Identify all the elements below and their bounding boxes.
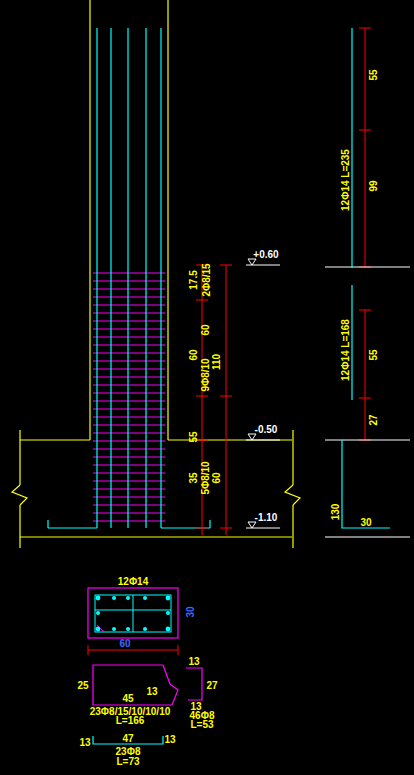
dimension-label: 47: [122, 734, 133, 744]
dimension-label: 12Φ14 L=235: [341, 149, 351, 211]
dimension-label: 60: [201, 324, 211, 335]
dimension-label: 60: [189, 349, 199, 360]
main-rebars: [48, 28, 210, 528]
dimension-label: 27: [206, 681, 217, 691]
dimension-label: 55: [189, 431, 199, 442]
dimension-label: 17.5: [189, 270, 199, 289]
dimension-label: 13: [146, 687, 157, 697]
concrete-outline: [12, 0, 300, 548]
dimension-lines: [88, 28, 371, 655]
dimension-label: 110: [212, 354, 222, 370]
dimension-label: 60: [212, 472, 222, 483]
stirrup-lines: [93, 273, 165, 521]
dimension-label: -0.50: [255, 425, 278, 435]
dimension-label: -1.10: [255, 513, 278, 523]
dimension-label: 2Φ8/15: [202, 263, 212, 296]
dimension-label: L=73: [116, 757, 139, 767]
dimension-label: 45: [122, 694, 133, 704]
stirrup-shapes: [93, 665, 202, 705]
dimension-label: 55: [369, 69, 379, 80]
dimension-label: 130: [331, 504, 341, 521]
dimension-label: 60: [119, 639, 130, 649]
dimension-label: 35: [189, 472, 199, 483]
dimension-label: 25: [77, 681, 88, 691]
dimension-label: 5Φ8/10: [201, 461, 211, 494]
dimension-label: 12Φ14: [118, 577, 148, 587]
dimension-label: 13: [79, 738, 90, 748]
dimension-label: 30: [186, 606, 196, 617]
dimension-label: 23Φ8: [116, 747, 141, 757]
column-section: [88, 588, 178, 638]
bar-details: [342, 28, 390, 528]
dimension-label: 27: [369, 414, 379, 425]
dimension-label: 13: [164, 735, 175, 745]
dimension-label: L=53: [190, 720, 213, 730]
dimension-label: 12Φ14 L=168: [341, 319, 351, 381]
dimension-label: 30: [360, 518, 371, 528]
level-marks: [246, 259, 410, 537]
dimension-label: 13: [188, 657, 199, 667]
dimension-label: +0.60: [253, 250, 278, 260]
dimension-label: 99: [369, 180, 379, 191]
dimension-label: 55: [369, 349, 379, 360]
dimension-label: L=166: [116, 716, 145, 726]
dimension-label: 9Φ8/10: [201, 358, 211, 391]
